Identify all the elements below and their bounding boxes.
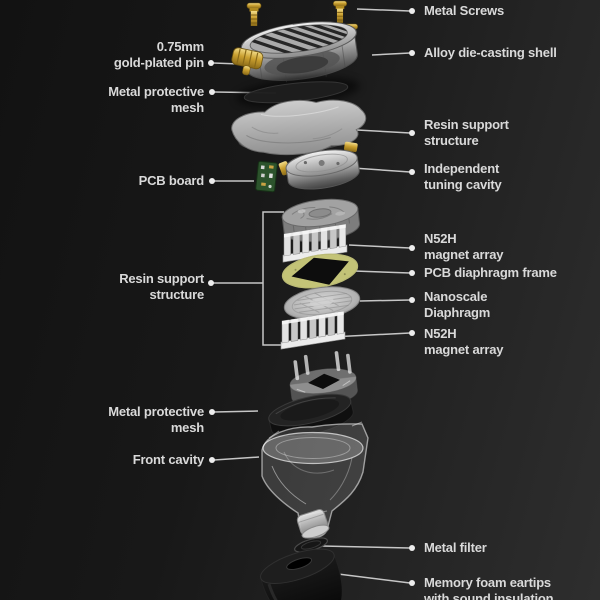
label-metal-filter: Metal filter — [424, 540, 487, 555]
bracket-resin-group — [262, 211, 288, 346]
callout-dots — [208, 8, 415, 586]
label-front-cavity: Front cavity — [132, 452, 204, 467]
label-pcb-diaphragm-frame: PCB diaphragm frame — [424, 265, 557, 280]
leader-diaphragm-frame — [353, 270, 411, 274]
callout-lines — [212, 8, 411, 584]
diaphragm-frame-art — [281, 253, 359, 289]
pcb-board-art — [255, 160, 278, 193]
leader-magnet-top — [348, 244, 411, 249]
mesh-top-art — [236, 77, 360, 107]
label-resin-support-structure-left: Resin support structure — [119, 271, 204, 302]
tuning-cavity-art — [278, 141, 360, 190]
leader-metal-filter — [321, 545, 411, 549]
eartip-art — [260, 548, 343, 600]
nanoscale-diaphragm-art — [283, 286, 361, 320]
label-memory-foam-eartips: Memory foam eartips with sound insulatio… — [424, 575, 554, 600]
leader-front-cavity — [213, 456, 260, 461]
alloy-shell-art — [231, 19, 358, 83]
label-metal-protective-mesh-bottom: Metal protective mesh — [108, 404, 204, 435]
label-pcb-board: PCB board — [138, 173, 205, 188]
leader-metal-screws — [356, 8, 411, 12]
magnet-array-bottom-art — [280, 310, 346, 350]
resin-support-top-art — [231, 99, 367, 156]
nozzle-tip-art — [296, 509, 330, 539]
label-resin-support-structure-right: Resin support structure — [424, 117, 509, 148]
leader-resin-right — [356, 129, 411, 134]
label-n52h-magnet-array-bottom: N52H magnet array — [424, 326, 504, 357]
gold-pin-art — [231, 47, 264, 76]
leader-nanoscale — [359, 299, 411, 302]
label-nanoscale-diaphragm: Nanoscale Diaphragm — [424, 289, 491, 320]
label-n52h-magnet-array-top: N52H magnet array — [424, 231, 504, 262]
mesh-bottom-art — [268, 393, 354, 438]
front-cavity-art — [261, 421, 369, 539]
label-gold-plated-pin: 0.75mm gold-plated pin — [113, 39, 204, 70]
leader-tuning-cavity — [352, 167, 411, 173]
leader-alloy-shell — [371, 52, 411, 56]
leader-eartips — [329, 572, 411, 584]
leader-mesh-bottom — [213, 410, 259, 413]
label-alloy-die-casting-shell: Alloy die-casting shell — [424, 45, 557, 60]
label-independent-tuning-cavity: Independent tuning cavity — [424, 161, 502, 192]
label-metal-protective-mesh-top: Metal protective mesh — [108, 84, 204, 115]
label-metal-screws: Metal Screws — [424, 3, 504, 18]
